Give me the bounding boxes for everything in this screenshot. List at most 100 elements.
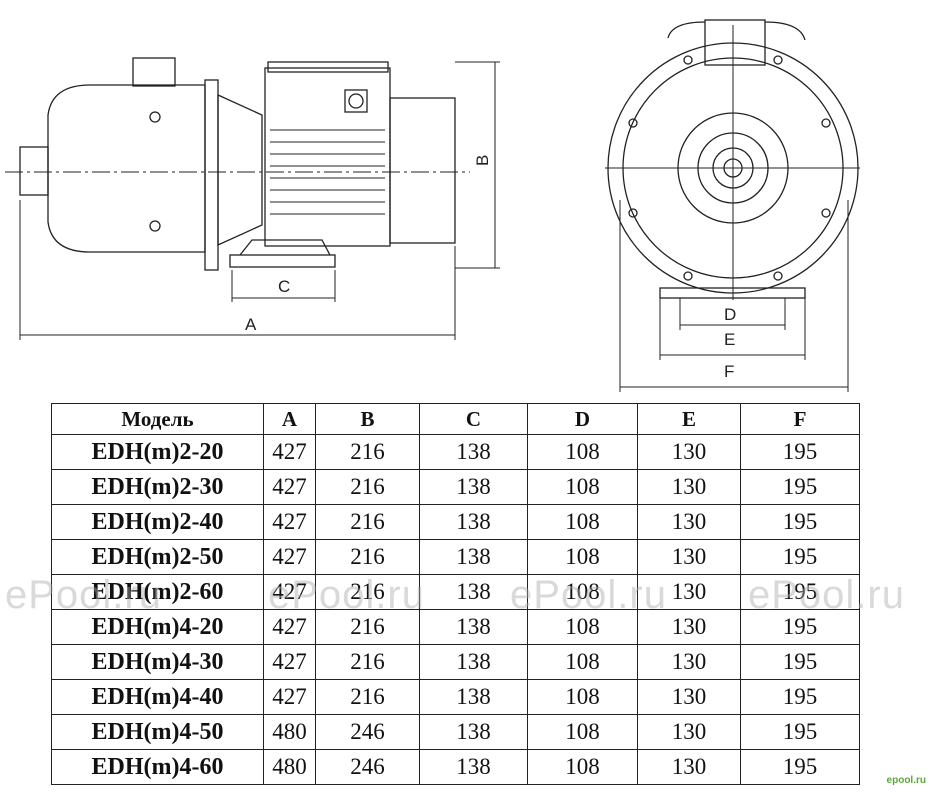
cell-model: EDH(m)4-50: [51, 714, 264, 750]
cell-c: 138: [419, 609, 528, 645]
front-view-drawing: [605, 19, 860, 392]
dim-label-d: D: [724, 305, 736, 324]
cell-f: 195: [740, 714, 860, 750]
cell-model: EDH(m)2-20: [51, 434, 264, 470]
side-view-drawing: [5, 57, 500, 340]
cell-a: 427: [263, 434, 316, 470]
cell-e: 130: [637, 749, 741, 785]
cell-a: 427: [263, 679, 316, 715]
cell-d: 108: [527, 644, 638, 680]
cell-c: 138: [419, 644, 528, 680]
cell-b: 216: [315, 504, 420, 540]
cell-a: 427: [263, 504, 316, 540]
table-header-row: Модель A B C D E F: [51, 403, 860, 435]
dim-label-e: E: [724, 330, 735, 349]
cell-a: 480: [263, 749, 316, 785]
cell-e: 130: [637, 539, 741, 575]
cell-e: 130: [637, 574, 741, 610]
cell-c: 138: [419, 679, 528, 715]
cell-b: 246: [315, 714, 420, 750]
cell-f: 195: [740, 644, 860, 680]
cell-e: 130: [637, 679, 741, 715]
cell-e: 130: [637, 609, 741, 645]
cell-f: 195: [740, 609, 860, 645]
cell-f: 195: [740, 504, 860, 540]
header-c: C: [419, 403, 528, 435]
cell-f: 195: [740, 539, 860, 575]
cell-e: 130: [637, 469, 741, 505]
cell-a: 427: [263, 644, 316, 680]
dim-label-b: B: [473, 155, 492, 166]
cell-b: 216: [315, 609, 420, 645]
dim-label-c: C: [278, 277, 290, 296]
cell-c: 138: [419, 749, 528, 785]
cell-a: 427: [263, 574, 316, 610]
pump-drawings: B C A D: [5, 19, 860, 392]
cell-f: 195: [740, 749, 860, 785]
cell-model: EDH(m)2-60: [51, 574, 264, 610]
cell-d: 108: [527, 574, 638, 610]
cell-d: 108: [527, 469, 638, 505]
cell-b: 216: [315, 434, 420, 470]
header-e: E: [637, 403, 741, 435]
cell-e: 130: [637, 644, 741, 680]
header-model: Модель: [51, 403, 264, 435]
cell-model: EDH(m)2-40: [51, 504, 264, 540]
cell-model: EDH(m)2-50: [51, 539, 264, 575]
cell-d: 108: [527, 714, 638, 750]
cell-c: 138: [419, 504, 528, 540]
cell-b: 216: [315, 574, 420, 610]
cell-d: 108: [527, 434, 638, 470]
cell-c: 138: [419, 539, 528, 575]
cell-f: 195: [740, 574, 860, 610]
cell-a: 427: [263, 469, 316, 505]
cell-c: 138: [419, 469, 528, 505]
cell-d: 108: [527, 749, 638, 785]
cell-model: EDH(m)4-60: [51, 749, 264, 785]
header-f: F: [740, 403, 860, 435]
header-d: D: [527, 403, 638, 435]
cell-model: EDH(m)4-30: [51, 644, 264, 680]
cell-f: 195: [740, 679, 860, 715]
header-a: A: [263, 403, 316, 435]
cell-model: EDH(m)2-30: [51, 469, 264, 505]
cell-f: 195: [740, 469, 860, 505]
cell-e: 130: [637, 504, 741, 540]
cell-model: EDH(m)4-20: [51, 609, 264, 645]
dim-label-f: F: [724, 362, 734, 381]
cell-c: 138: [419, 574, 528, 610]
corner-logo: epool.ru: [886, 775, 926, 786]
cell-b: 216: [315, 679, 420, 715]
cell-a: 427: [263, 539, 316, 575]
cell-f: 195: [740, 434, 860, 470]
cell-d: 108: [527, 679, 638, 715]
cell-model: EDH(m)4-40: [51, 679, 264, 715]
cell-a: 480: [263, 714, 316, 750]
cell-b: 216: [315, 539, 420, 575]
cell-b: 246: [315, 749, 420, 785]
dim-label-a: A: [245, 315, 257, 334]
cell-b: 216: [315, 469, 420, 505]
cell-e: 130: [637, 434, 741, 470]
cell-d: 108: [527, 504, 638, 540]
cell-d: 108: [527, 539, 638, 575]
cell-b: 216: [315, 644, 420, 680]
cell-e: 130: [637, 714, 741, 750]
cell-d: 108: [527, 609, 638, 645]
cell-a: 427: [263, 609, 316, 645]
cell-c: 138: [419, 434, 528, 470]
cell-c: 138: [419, 714, 528, 750]
header-b: B: [315, 403, 420, 435]
